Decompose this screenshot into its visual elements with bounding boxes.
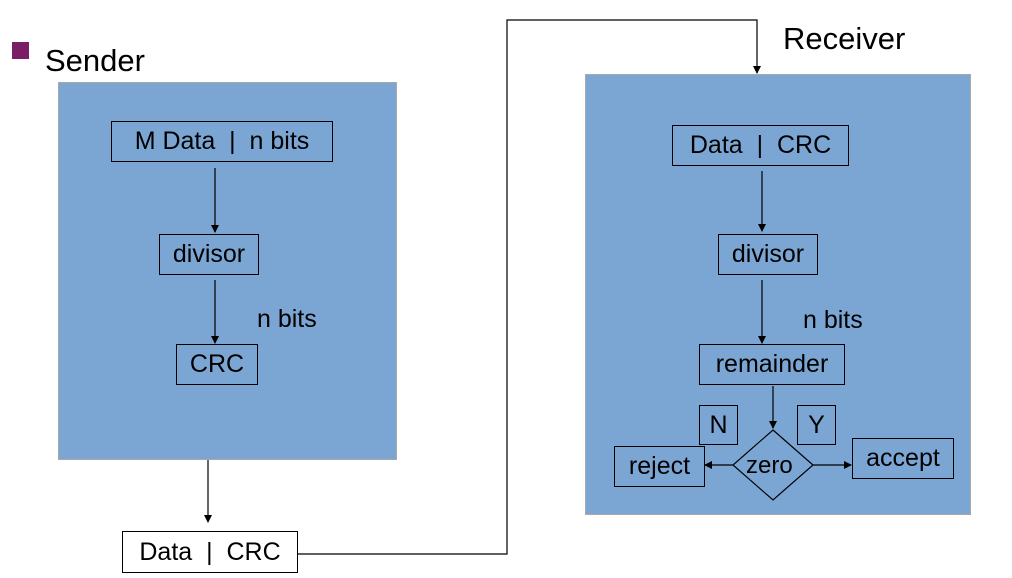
- sender-n-bits-label: n bits: [257, 305, 317, 333]
- sender-crc-box: CRC: [176, 344, 258, 385]
- receiver-data-box: Data | CRC: [672, 125, 849, 166]
- transmitted-frame-box: Data | CRC: [122, 531, 298, 573]
- frame-to-receiver-path: [298, 19, 761, 555]
- reject-box: reject: [614, 446, 705, 487]
- receiver-n-bits-label: n bits: [803, 306, 863, 334]
- yes-branch-label: Y: [797, 405, 836, 445]
- no-branch-label: N: [699, 405, 738, 445]
- accept-box: accept: [852, 438, 954, 479]
- receiver-divisor-box: divisor: [718, 234, 818, 275]
- receiver-remainder-box: remainder: [699, 344, 845, 385]
- zero-decision-diamond: [732, 429, 814, 501]
- sender-divisor-box: divisor: [159, 234, 259, 275]
- sender-data-box: M Data | n bits: [111, 121, 333, 162]
- sender-title: Sender: [45, 43, 145, 78]
- slide-bullet-icon: [12, 42, 29, 59]
- zero-decision-label: zero: [746, 452, 793, 479]
- sender-panel: [58, 82, 397, 460]
- receiver-title: Receiver: [783, 21, 906, 56]
